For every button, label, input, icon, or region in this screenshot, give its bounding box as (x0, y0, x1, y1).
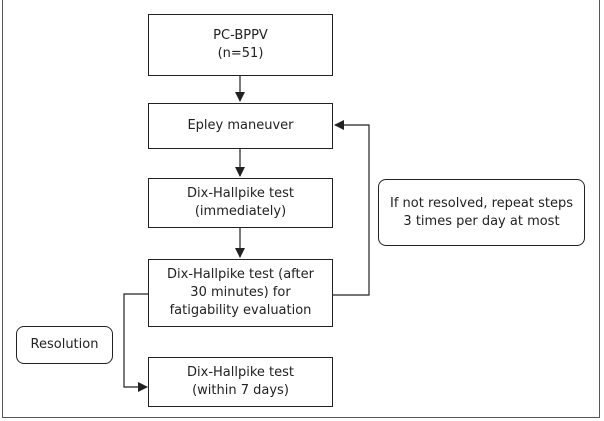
start-node-line2: (n=51) (217, 46, 264, 61)
repeat-note-line1: If not resolved, repeat steps (390, 195, 573, 211)
start-node-line1: PC-BPPV (213, 28, 268, 43)
dh-7days-line1: Dix-Hallpike test (187, 365, 294, 380)
dh-fatigue-line1: Dix-Hallpike test (after (167, 267, 314, 282)
epley-node: Epley maneuver (148, 103, 333, 149)
dh-fatigue-node: Dix-Hallpike test (after 30 minutes) for… (148, 259, 333, 327)
dh-fatigue-line2: 30 minutes) for (190, 285, 291, 300)
epley-node-label: Epley maneuver (187, 118, 294, 133)
dh-immediate-line1: Dix-Hallpike test (187, 186, 294, 201)
resolution-note: Resolution (16, 326, 113, 364)
dh-immediate-line2: (immediately) (194, 204, 287, 219)
resolution-note-label: Resolution (30, 337, 99, 352)
repeat-note-line2: 3 times per day at most (403, 213, 560, 229)
dh-immediate-node: Dix-Hallpike test (immediately) (148, 178, 333, 228)
arrow-fatigue-to-7days (123, 293, 149, 392)
dh-7days-line2: (within 7 days) (192, 383, 289, 398)
dh-7days-node: Dix-Hallpike test (within 7 days) (148, 357, 333, 407)
dh-fatigue-line3: fatigability evaluation (169, 303, 312, 318)
repeat-note: If not resolved, repeat steps 3 times pe… (378, 179, 585, 246)
start-node: PC-BPPV (n=51) (148, 14, 333, 76)
arrow-repeat-loop (333, 120, 370, 296)
